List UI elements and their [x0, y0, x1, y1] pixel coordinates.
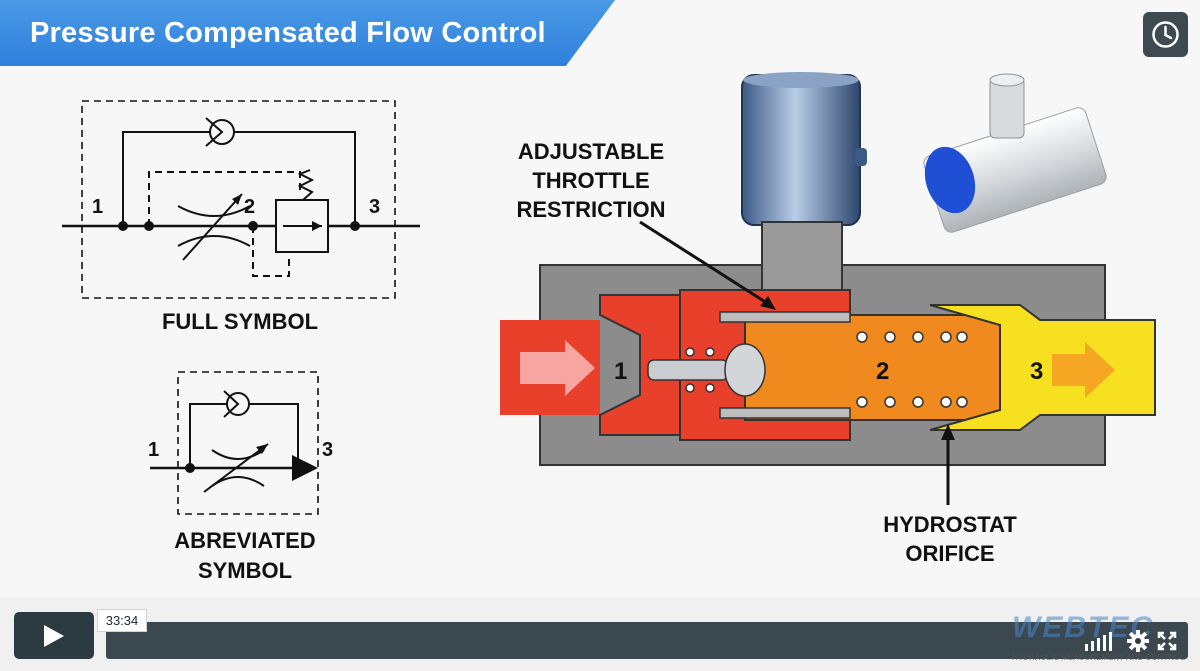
play-button[interactable] — [14, 612, 94, 659]
watch-later-button[interactable] — [1143, 12, 1188, 57]
abbr-caption-line1: ABREVIATED — [174, 528, 316, 553]
full-symbol-caption: FULL SYMBOL — [161, 309, 319, 334]
junction-dot — [248, 221, 258, 231]
fullscreen-icon[interactable] — [1156, 630, 1178, 652]
volume-bars-icon[interactable] — [1084, 630, 1116, 652]
gear-icon[interactable] — [1126, 629, 1150, 653]
outlet-arrow — [1052, 342, 1115, 398]
full-port-2: 2 — [244, 196, 256, 218]
adjust-knob — [741, 74, 861, 226]
webtec-tagline: HYDRAULIC MEASUREMENT AND CONTROL — [1012, 653, 1186, 662]
progress-bar[interactable] — [106, 622, 1188, 659]
callout-adjustable: ADJUSTABLE — [517, 139, 665, 164]
throttle-curve-top — [177, 205, 251, 217]
spring — [297, 169, 315, 201]
junction-dot — [350, 221, 360, 231]
junction-dot — [144, 221, 154, 231]
zone-3-label: 3 — [1030, 358, 1044, 385]
throttle-arrow — [182, 193, 243, 261]
abbr-port-1: 1 — [148, 439, 160, 461]
inlet-arrow — [520, 340, 595, 396]
pilot-line-2 — [252, 226, 290, 277]
callout-throttle: THROTTLE — [532, 168, 650, 193]
play-icon — [44, 625, 64, 647]
zone-1-label: 1 — [614, 358, 628, 385]
full-port-1: 1 — [92, 196, 104, 218]
abbr-caption-line2: SYMBOL — [197, 558, 293, 583]
zone-2-label: 2 — [876, 358, 890, 385]
clock-icon — [1152, 21, 1179, 48]
abbr-port-3: 3 — [322, 439, 334, 461]
time-tooltip: 33:34 — [97, 609, 147, 632]
slide-title: Pressure Compensated Flow Control — [30, 17, 546, 49]
callout-hydrostat: HYDROSTAT — [883, 512, 1017, 537]
full-port-3: 3 — [369, 196, 381, 218]
outlet-arrow — [292, 455, 318, 481]
throttle-curve-bottom — [177, 235, 251, 247]
webtec-logo: WEBTEC — [1012, 611, 1154, 644]
bypass-line — [122, 131, 356, 226]
junction-dot — [118, 221, 128, 231]
check-seat — [205, 117, 224, 147]
full-symbol-envelope — [81, 100, 396, 299]
title-banner — [0, 0, 615, 66]
abbr-envelope — [177, 371, 319, 515]
callout-orifice: ORIFICE — [905, 541, 995, 566]
stem-housing — [761, 221, 843, 293]
callout-restriction: RESTRICTION — [516, 197, 666, 222]
pilot-line — [148, 171, 301, 226]
